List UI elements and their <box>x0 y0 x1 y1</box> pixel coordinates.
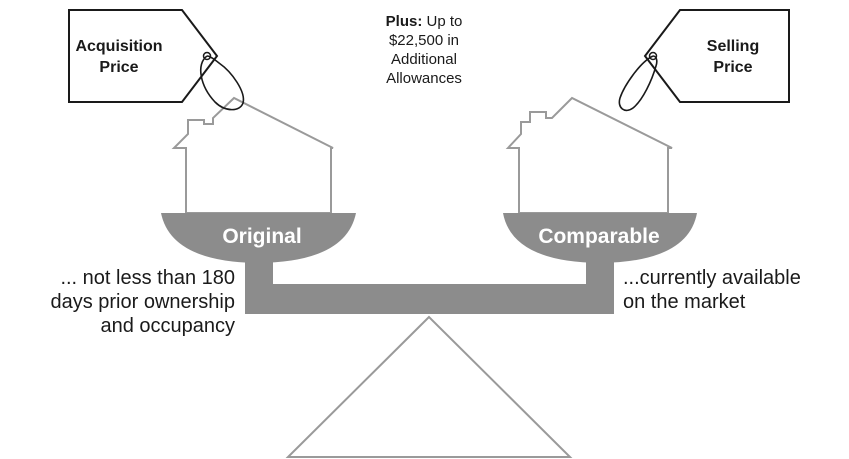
right-note: ...currently available on the market <box>623 266 801 314</box>
left-note-line1: ... not less than 180 <box>60 267 235 289</box>
house-outline-icon <box>505 96 673 214</box>
right-pan <box>503 213 697 263</box>
tag-string <box>199 55 245 111</box>
right-price-tag: Selling Price <box>618 9 790 112</box>
plus-note: Plus: Up to $22,500 in Additional Allowa… <box>354 12 494 88</box>
plus-note-line1: Plus: Up to <box>354 12 494 31</box>
plus-note-line3: Additional <box>391 51 457 68</box>
tag-string <box>618 55 658 112</box>
right-house <box>505 96 673 214</box>
plus-note-line2: $22,500 in <box>388 32 460 49</box>
left-note-line2: days prior ownership <box>50 291 235 313</box>
right-note-line1: ...currently available <box>623 267 801 289</box>
plus-note-line1-rest: Up to <box>422 13 463 30</box>
plus-note-bold: Plus: <box>385 13 423 30</box>
tag-hole <box>648 51 658 61</box>
price-tag-icon <box>643 9 790 103</box>
fulcrum-triangle <box>285 315 573 458</box>
left-pan <box>161 213 356 263</box>
left-note-line3: and occupancy <box>100 315 235 337</box>
house-outline-icon <box>171 96 334 214</box>
left-tag-line2: Price <box>99 59 138 76</box>
right-note-line2: on the market <box>623 291 746 313</box>
price-tag-icon <box>68 9 219 103</box>
right-tag-line1: Selling <box>707 38 759 55</box>
scale-beam <box>245 252 614 314</box>
left-house <box>171 96 334 214</box>
plus-note-line4: Allowances <box>386 70 462 87</box>
tag-hole <box>202 51 212 61</box>
right-pan-label: Comparable <box>538 225 659 248</box>
right-tag-line2: Price <box>713 59 752 76</box>
left-tag-line1: Acquisition <box>75 38 162 55</box>
left-pan-label: Original <box>222 225 301 248</box>
left-note: ... not less than 180 days prior ownersh… <box>50 266 235 338</box>
left-price-tag: Acquisition Price <box>68 9 245 111</box>
